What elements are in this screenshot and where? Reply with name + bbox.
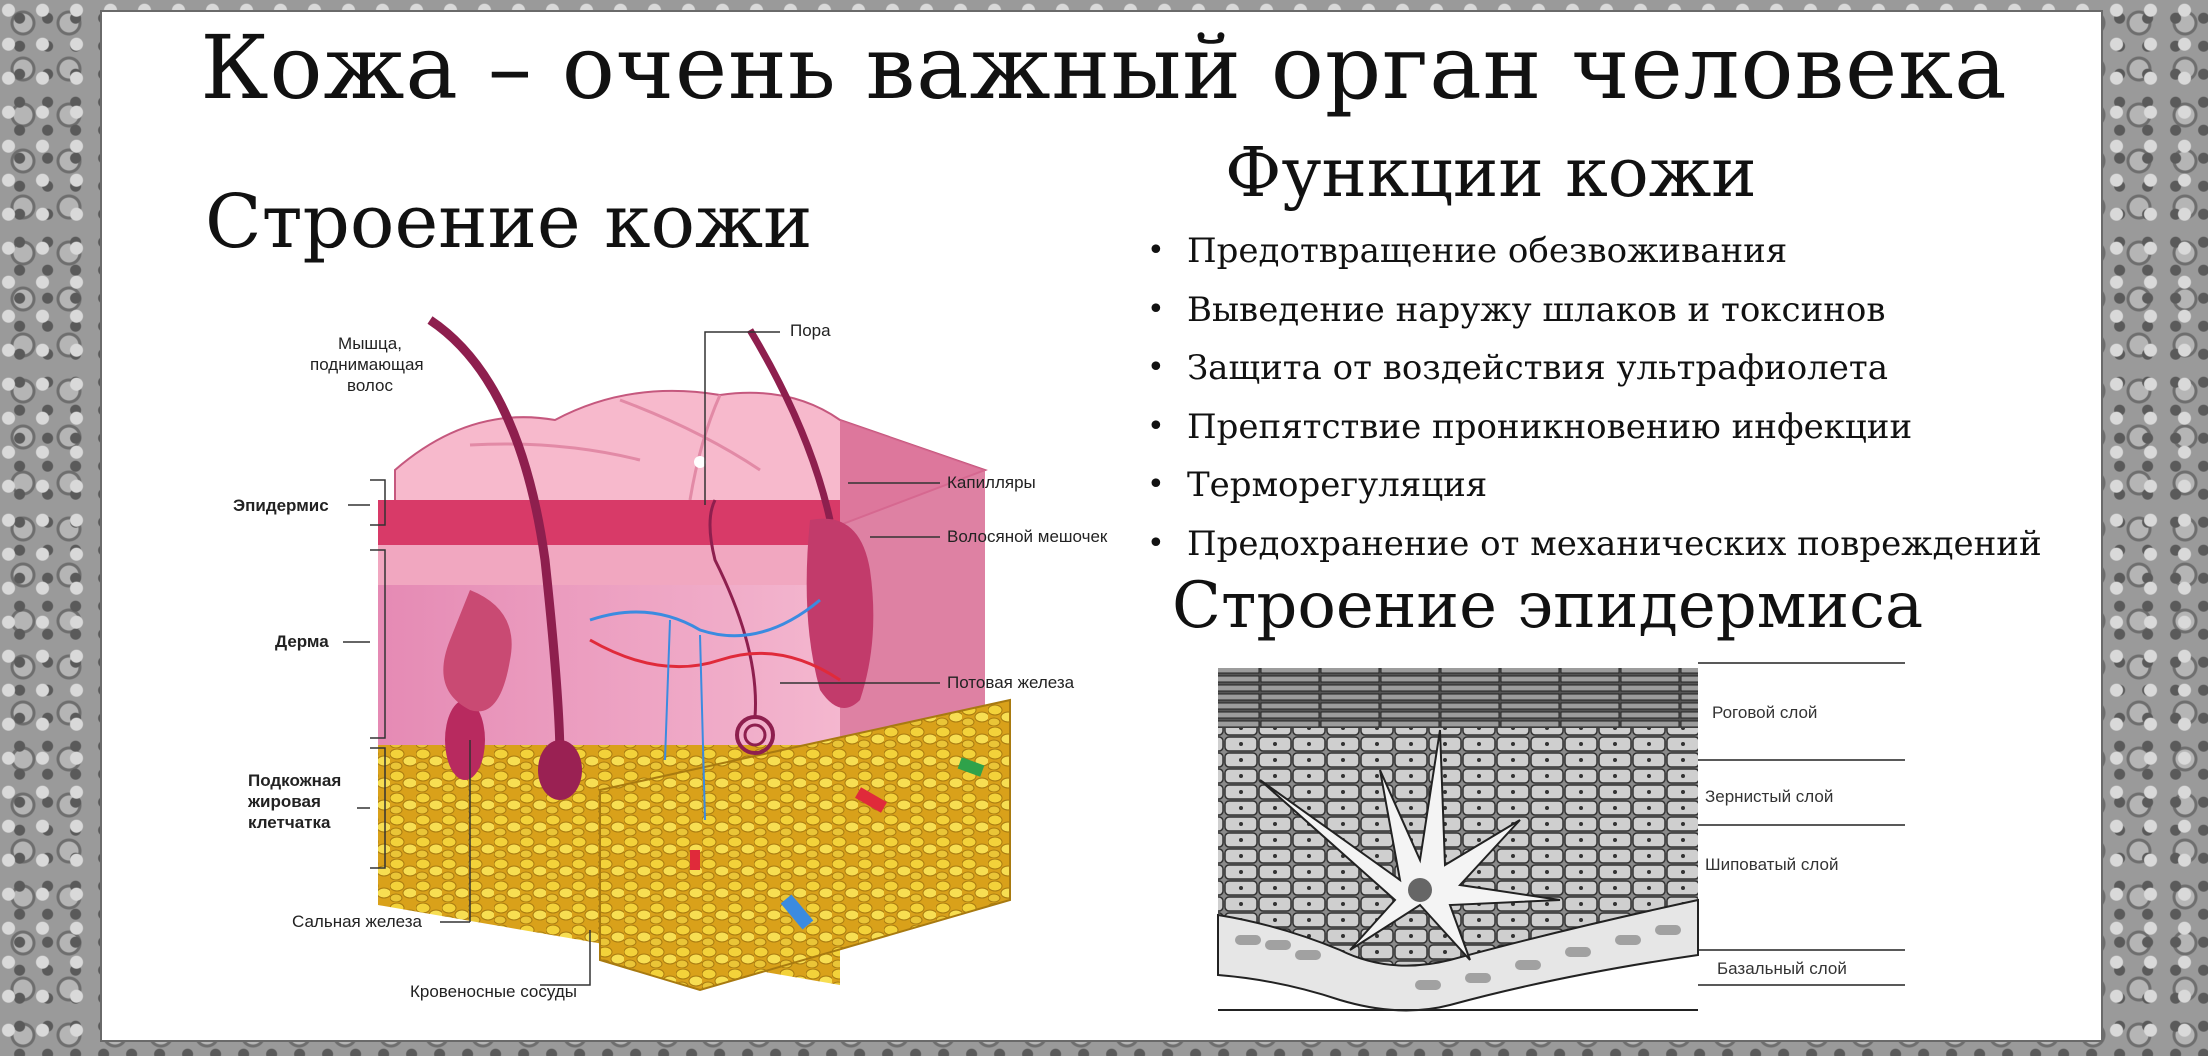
muscle-label: Мышца, поднимающая волос <box>310 333 424 396</box>
functions-list: Предотвращение обезвоживания Выведение н… <box>1143 222 2042 573</box>
function-item: Предохранение от механических повреждени… <box>1143 515 2042 574</box>
blood-vessels-label: Кровеносные сосуды <box>410 982 577 1001</box>
granular-layer-label: Зернистый слой <box>1705 787 1834 806</box>
epidermis-structure-heading: Строение эпидермиса <box>1172 569 1924 643</box>
function-item: Препятствие проникновению инфекции <box>1143 398 2042 457</box>
muscle-label-line: поднимающая <box>310 355 424 374</box>
spinous-layer-label: Шиповатый слой <box>1705 855 1839 874</box>
dermis-label: Дерма <box>275 632 329 651</box>
function-item: Выведение наружу шлаков и токсинов <box>1143 281 2042 340</box>
epidermis-label: Эпидермис <box>233 496 329 515</box>
function-item: Предотвращение обезвоживания <box>1143 222 2042 281</box>
basal-layer-label: Базальный слой <box>1717 959 1847 978</box>
epidermis-drawing <box>1217 662 1905 1012</box>
muscle-label-line: волос <box>347 376 393 395</box>
horny-layer-label: Роговой слой <box>1712 703 1818 722</box>
page-title: Кожа – очень важный орган человека <box>200 16 2008 119</box>
pore-label: Пора <box>790 321 831 340</box>
subcutaneous-label-line: клетчатка <box>248 813 331 832</box>
hair-follicle-label: Волосяной мешочек <box>947 527 1108 546</box>
muscle-label-line: Мышца, <box>338 334 402 353</box>
function-item: Защита от воздействия ультрафиолета <box>1143 339 2042 398</box>
sweat-gland-label: Потовая железа <box>947 673 1075 692</box>
skin-block <box>378 316 1011 992</box>
function-item: Терморегуляция <box>1143 456 2042 515</box>
sebaceous-gland-label: Сальная железа <box>292 912 422 931</box>
subcutaneous-label: Подкожная жировая клетчатка <box>248 770 341 833</box>
skin-structure-heading: Строение кожи <box>205 179 813 265</box>
functions-heading: Функции кожи <box>1225 134 1757 213</box>
capillaries-label: Капилляры <box>947 473 1036 492</box>
subcutaneous-label-line: жировая <box>248 792 321 811</box>
subcutaneous-label-line: Подкожная <box>248 771 342 790</box>
label-leader-lines <box>343 331 940 986</box>
